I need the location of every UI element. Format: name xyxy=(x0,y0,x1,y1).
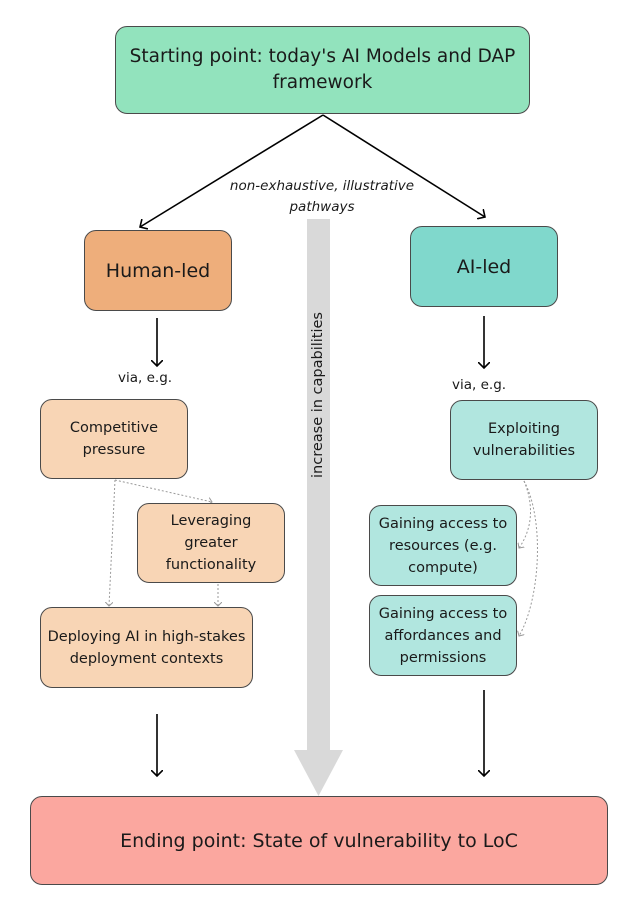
ai-via-label: via, e.g. xyxy=(452,377,507,393)
end-node: Ending point: State of vulnerability to … xyxy=(30,796,608,885)
competitive-pressure-label: Competitive pressure xyxy=(69,420,159,458)
affordances-access-label: Gaining access to affordances and permis… xyxy=(378,605,508,666)
start-node: Starting point: today's AI Models and DA… xyxy=(115,26,530,114)
dotted-exploiting-to-affordances xyxy=(519,480,538,636)
exploiting-vulnerabilities-label: Exploiting vulnerabilities xyxy=(472,421,576,459)
capability-arrow-head xyxy=(294,750,343,796)
exploiting-vulnerabilities-node: Exploiting vulnerabilities xyxy=(450,400,598,480)
resources-access-label: Gaining access to resources (e.g. comput… xyxy=(378,515,508,576)
capability-arrow-label: increase in capabilities xyxy=(310,312,326,478)
human-led-label: Human-led xyxy=(105,259,211,282)
dotted-competitive-to-leveraging xyxy=(114,479,212,502)
leveraging-functionality-node: Leveraging greater functionality xyxy=(137,503,285,583)
dotted-competitive-to-deploying xyxy=(109,479,116,606)
ai-led-label: AI-led xyxy=(456,255,512,278)
human-led-node: Human-led xyxy=(84,230,232,311)
deploying-ai-node: Deploying AI in high-stakes deployment c… xyxy=(40,607,253,688)
pathways-note: non-exhaustive, illustrative pathways xyxy=(229,178,415,215)
capability-arrow-shaft xyxy=(307,219,330,751)
affordances-access-node: Gaining access to affordances and permis… xyxy=(369,595,517,676)
start-node-label: Starting point: today's AI Models and DA… xyxy=(129,46,516,93)
arrow-start-to-ai xyxy=(322,114,485,217)
capability-arrow xyxy=(294,219,343,796)
ai-led-node: AI-led xyxy=(410,226,558,307)
resources-access-node: Gaining access to resources (e.g. comput… xyxy=(369,505,517,586)
end-node-label: Ending point: State of vulnerability to … xyxy=(120,829,518,852)
deploying-ai-label: Deploying AI in high-stakes deployment c… xyxy=(47,628,246,667)
competitive-pressure-node: Competitive pressure xyxy=(40,399,188,479)
leveraging-functionality-label: Leveraging greater functionality xyxy=(165,513,257,573)
arrow-start-to-human xyxy=(140,114,324,227)
human-via-label: via, e.g. xyxy=(118,370,173,386)
dotted-exploiting-to-resources xyxy=(519,480,531,548)
